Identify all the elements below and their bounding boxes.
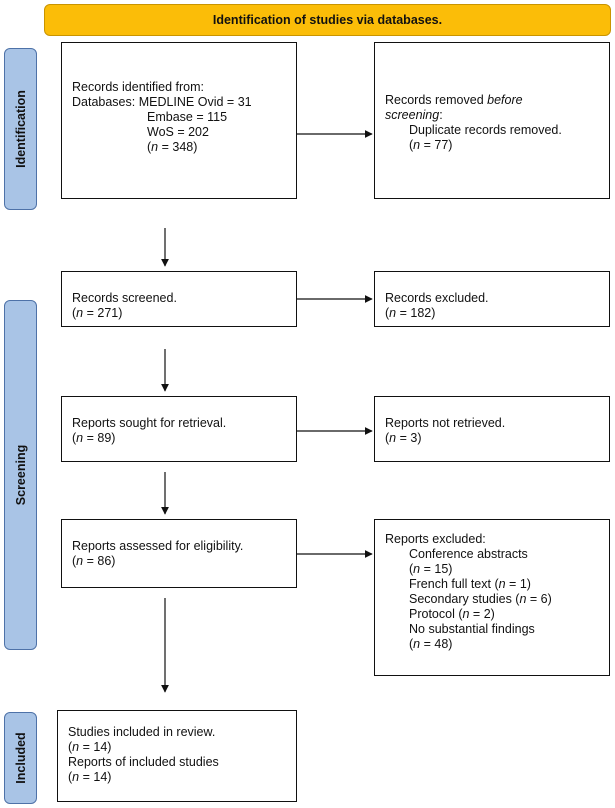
banner-title: Identification of studies via databases.: [212, 13, 443, 27]
phase-included: Included: [4, 712, 37, 804]
reports-sought-title: Reports sought for retrieval.: [72, 416, 227, 430]
included-studies-count: (n = 14): [68, 740, 112, 754]
phase-identification: Identification: [4, 48, 37, 210]
reports-assessed-title: Reports assessed for eligibility.: [72, 539, 244, 553]
reports-sought-count: (n = 89): [72, 431, 116, 445]
reports-excluded-conference: Conference abstracts: [409, 547, 528, 561]
reports-sought-box: Reports sought for retrieval. (n = 89): [61, 396, 297, 462]
records-identified-medline: Databases: MEDLINE Ovid = 31: [72, 95, 252, 109]
records-removed-title: Records removed before: [385, 93, 523, 107]
reports-excluded-no-findings: No substantial findings: [409, 622, 535, 636]
included-reports-title: Reports of included studies: [68, 755, 219, 769]
records-identified-title: Records identified from:: [72, 80, 205, 94]
records-screened-box: Records screened. (n = 271): [61, 271, 297, 327]
reports-excluded-french: French full text (n = 1): [409, 577, 531, 591]
phase-screening: Screening: [4, 300, 37, 650]
included-studies-title: Studies included in review.: [68, 725, 216, 739]
reports-not-retrieved-count: (n = 3): [385, 431, 422, 445]
reports-not-retrieved-box: Reports not retrieved. (n = 3): [374, 396, 610, 462]
records-identified-wos: WoS = 202: [147, 125, 209, 139]
records-removed-subtitle: screening:: [385, 108, 443, 122]
identification-banner: Identification of studies via databases.: [44, 4, 611, 36]
reports-excluded-conference-count: (n = 15): [409, 562, 453, 576]
reports-not-retrieved-title: Reports not retrieved.: [385, 416, 506, 430]
reports-assessed-box: Reports assessed for eligibility. (n = 8…: [61, 519, 297, 588]
reports-excluded-secondary: Secondary studies (n = 6): [409, 592, 552, 606]
records-removed-count: (n = 77): [409, 138, 453, 152]
included-box: Studies included in review. (n = 14) Rep…: [57, 710, 297, 802]
records-removed-box: Records removed before screening: Duplic…: [374, 42, 610, 199]
records-removed-duplicates: Duplicate records removed.: [409, 123, 562, 137]
records-excluded-title: Records excluded.: [385, 291, 489, 305]
records-identified-count: (n = 348): [147, 140, 198, 154]
reports-excluded-protocol: Protocol (n = 2): [409, 607, 495, 621]
records-screened-count: (n = 271): [72, 306, 123, 320]
included-reports-count: (n = 14): [68, 770, 112, 784]
reports-excluded-title: Reports excluded:: [385, 532, 486, 546]
records-identified-box: Records identified from: Databases: MEDL…: [61, 42, 297, 199]
records-excluded-box: Records excluded. (n = 182): [374, 271, 610, 327]
reports-assessed-count: (n = 86): [72, 554, 116, 568]
records-identified-embase: Embase = 115: [147, 110, 228, 124]
reports-excluded-no-findings-count: (n = 48): [409, 637, 453, 651]
records-screened-title: Records screened.: [72, 291, 177, 305]
records-excluded-count: (n = 182): [385, 306, 436, 320]
reports-excluded-box: Reports excluded: Conference abstracts (…: [374, 519, 610, 676]
